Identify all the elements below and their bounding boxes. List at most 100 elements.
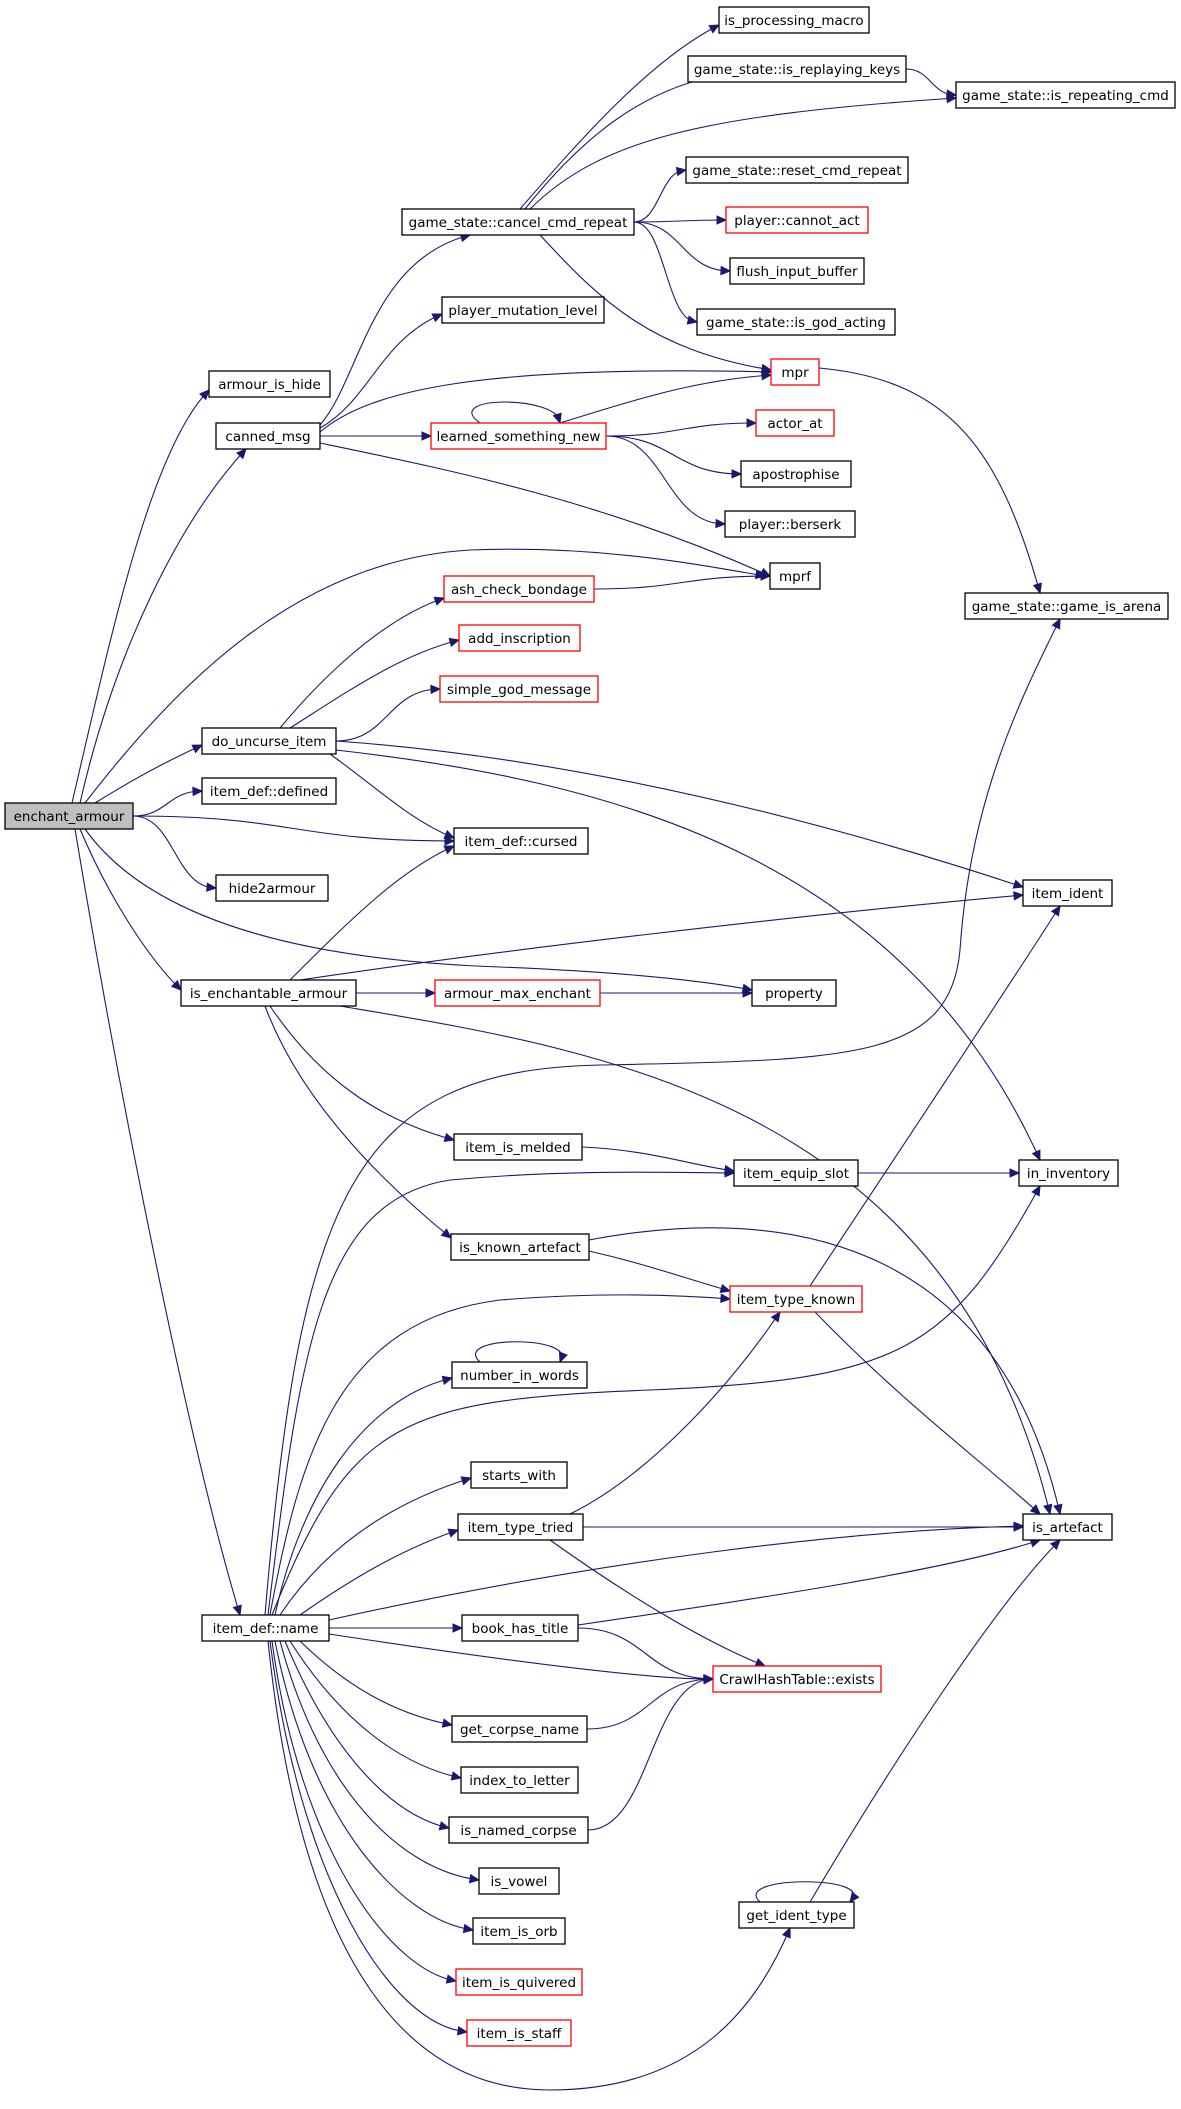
edge-item_type_known-to-is_artefact <box>814 1311 1041 1515</box>
edge-learned_something_new-to-player_berserk <box>605 435 727 529</box>
node-box <box>725 206 869 234</box>
node-box <box>453 1133 583 1161</box>
node-get_corpse_name[interactable]: get_corpse_name <box>451 1715 588 1743</box>
node-learned_something_new[interactable]: learned_something_new <box>430 422 607 450</box>
node-simple_god_message[interactable]: simple_god_message <box>439 675 599 703</box>
node-label: ash_check_bondage <box>451 582 587 598</box>
node-label: is_vowel <box>491 1874 548 1890</box>
node-game_state_is_repeating_cmd[interactable]: game_state::is_repeating_cmd <box>955 81 1176 109</box>
node-crawl_hash_table_exists[interactable]: CrawlHashTable::exists <box>712 1665 882 1693</box>
node-mpr[interactable]: mpr <box>770 358 820 386</box>
edge-item_def_name-to-item_equip_slot <box>267 1168 736 1616</box>
node-box <box>685 156 909 184</box>
node-apostrophise[interactable]: apostrophise <box>740 460 852 488</box>
call-graph-nodes: enchant_armour armour_is_hide canned_msgdo… <box>4 6 1176 2047</box>
node-label: game_state::cancel_cmd_repeat <box>409 215 628 231</box>
node-box <box>724 510 856 538</box>
node-armour_max_enchant[interactable]: armour_max_enchant <box>434 979 601 1007</box>
node-box <box>470 1461 568 1489</box>
node-label: item_def::name <box>213 1621 319 1637</box>
edge-is_known_artefact-to-item_type_known <box>588 1250 732 1294</box>
node-is_artefact[interactable]: is_artefact <box>1022 1513 1113 1541</box>
edge-item_def_name-to-is_vowel <box>279 1640 481 1884</box>
node-property[interactable]: property <box>751 979 837 1007</box>
node-box <box>434 979 601 1007</box>
node-player_berserk[interactable]: player::berserk <box>724 510 856 538</box>
node-is_vowel[interactable]: is_vowel <box>478 1867 560 1895</box>
node-item_equip_slot[interactable]: item_equip_slot <box>733 1159 859 1187</box>
node-label: hide2armour <box>229 881 316 897</box>
node-label: property <box>765 986 823 1002</box>
node-item_is_orb[interactable]: item_is_orb <box>472 1917 566 1945</box>
node-item_def_defined[interactable]: item_def::defined <box>201 777 337 805</box>
node-enchant_armour[interactable]: enchant_armour <box>4 802 134 830</box>
node-game_state_is_replaying_keys[interactable]: game_state::is_replaying_keys <box>687 55 907 83</box>
node-do_uncurse_item[interactable]: do_uncurse_item <box>201 727 337 755</box>
node-is_enchantable_armour[interactable]: is_enchantable_armour <box>180 979 357 1007</box>
node-box <box>201 1614 330 1642</box>
node-mprf[interactable]: mprf <box>769 562 821 590</box>
edge-enchant_armour-to-mprf <box>84 548 767 804</box>
node-label: item_def::cursed <box>465 834 578 850</box>
node-label: item_is_quivered <box>462 1975 576 1991</box>
node-is_known_artefact[interactable]: is_known_artefact <box>450 1233 590 1261</box>
node-item_is_quivered[interactable]: item_is_quivered <box>455 1968 583 1996</box>
node-index_to_letter[interactable]: index_to_letter <box>460 1766 579 1794</box>
node-game_state_game_is_arena[interactable]: game_state::game_is_arena <box>964 592 1169 620</box>
node-game_state_reset_cmd_repeat[interactable]: game_state::reset_cmd_repeat <box>685 156 909 184</box>
node-canned_msg[interactable]: canned_msg <box>215 422 321 450</box>
edge-is_enchantable_armour-to-item_is_melded <box>269 1005 456 1143</box>
edge-item_def_name-to-starts_with <box>279 1476 473 1616</box>
edge-enchant_armour-to-item_def_cursed <box>132 815 456 846</box>
node-starts_with[interactable]: starts_with <box>470 1461 568 1489</box>
edge-do_uncurse_item-to-item_def_cursed <box>329 753 456 839</box>
edge-canned_msg-to-mprf <box>319 442 772 577</box>
node-ash_check_bondage[interactable]: ash_check_bondage <box>443 575 595 603</box>
edge-canned_msg-to-player_mutation_level <box>319 313 444 429</box>
node-item_is_staff[interactable]: item_is_staff <box>466 2019 572 2047</box>
node-game_state_cancel_cmd_repeat[interactable]: game_state::cancel_cmd_repeat <box>401 208 635 236</box>
node-label: item_def::defined <box>210 784 328 800</box>
edge-is_enchantable_armour-to-is_known_artefact <box>264 1005 452 1239</box>
edge-is_named_corpse-to-crawl_hash_table_exists <box>587 1675 715 1831</box>
node-label: mpr <box>781 365 809 381</box>
node-hide2armour[interactable]: hide2armour <box>215 874 329 902</box>
edge-learned_something_new-to-mpr <box>559 370 773 424</box>
node-box <box>457 1513 584 1541</box>
node-in_inventory[interactable]: in_inventory <box>1018 1159 1119 1187</box>
edge-canned_msg-to-learned_something_new <box>320 431 433 441</box>
node-box <box>718 6 870 34</box>
node-add_inscription[interactable]: add_inscription <box>458 624 581 652</box>
node-number_in_words[interactable]: number_in_words <box>451 1361 588 1389</box>
node-box <box>1022 879 1113 907</box>
node-is_processing_macro[interactable]: is_processing_macro <box>718 6 870 34</box>
node-player_mutation_level[interactable]: player_mutation_level <box>441 296 605 324</box>
node-label: starts_with <box>482 1468 556 1484</box>
edge-game_state_cancel_cmd_repeat-to-game_state_is_repeating_cmd <box>529 93 958 210</box>
node-box <box>451 1715 588 1743</box>
edge-item_def_name-to-item_is_orb <box>274 1640 475 1934</box>
node-item_def_name[interactable]: item_def::name <box>201 1614 330 1642</box>
node-game_state_is_god_acting[interactable]: game_state::is_god_acting <box>696 308 896 336</box>
node-label: item_equip_slot <box>743 1166 849 1182</box>
edge-ash_check_bondage-to-mprf <box>593 571 772 590</box>
node-box <box>751 979 837 1007</box>
node-flush_input_buffer[interactable]: flush_input_buffer <box>729 257 865 285</box>
node-armour_is_hide[interactable]: armour_is_hide <box>208 370 331 398</box>
node-is_named_corpse[interactable]: is_named_corpse <box>448 1816 589 1844</box>
node-item_type_tried[interactable]: item_type_tried <box>457 1513 584 1541</box>
node-book_has_title[interactable]: book_has_title <box>461 1614 579 1642</box>
edge-game_state_cancel_cmd_repeat-to-is_processing_macro <box>519 24 721 210</box>
node-box <box>770 358 820 386</box>
node-box <box>769 562 821 590</box>
node-get_ident_type[interactable]: get_ident_type <box>738 1901 855 1929</box>
node-item_ident[interactable]: item_ident <box>1022 879 1113 907</box>
node-item_def_cursed[interactable]: item_def::cursed <box>453 827 589 855</box>
edge-learned_something_new-to-learned_something_new <box>471 401 562 425</box>
node-player_cannot_act[interactable]: player::cannot_act <box>725 206 869 234</box>
node-item_type_known[interactable]: item_type_known <box>729 1285 863 1313</box>
edge-do_uncurse_item-to-ash_check_bondage <box>279 596 446 729</box>
node-label: flush_input_buffer <box>736 264 858 280</box>
node-item_is_melded[interactable]: item_is_melded <box>453 1133 583 1161</box>
node-actor_at[interactable]: actor_at <box>755 409 835 437</box>
